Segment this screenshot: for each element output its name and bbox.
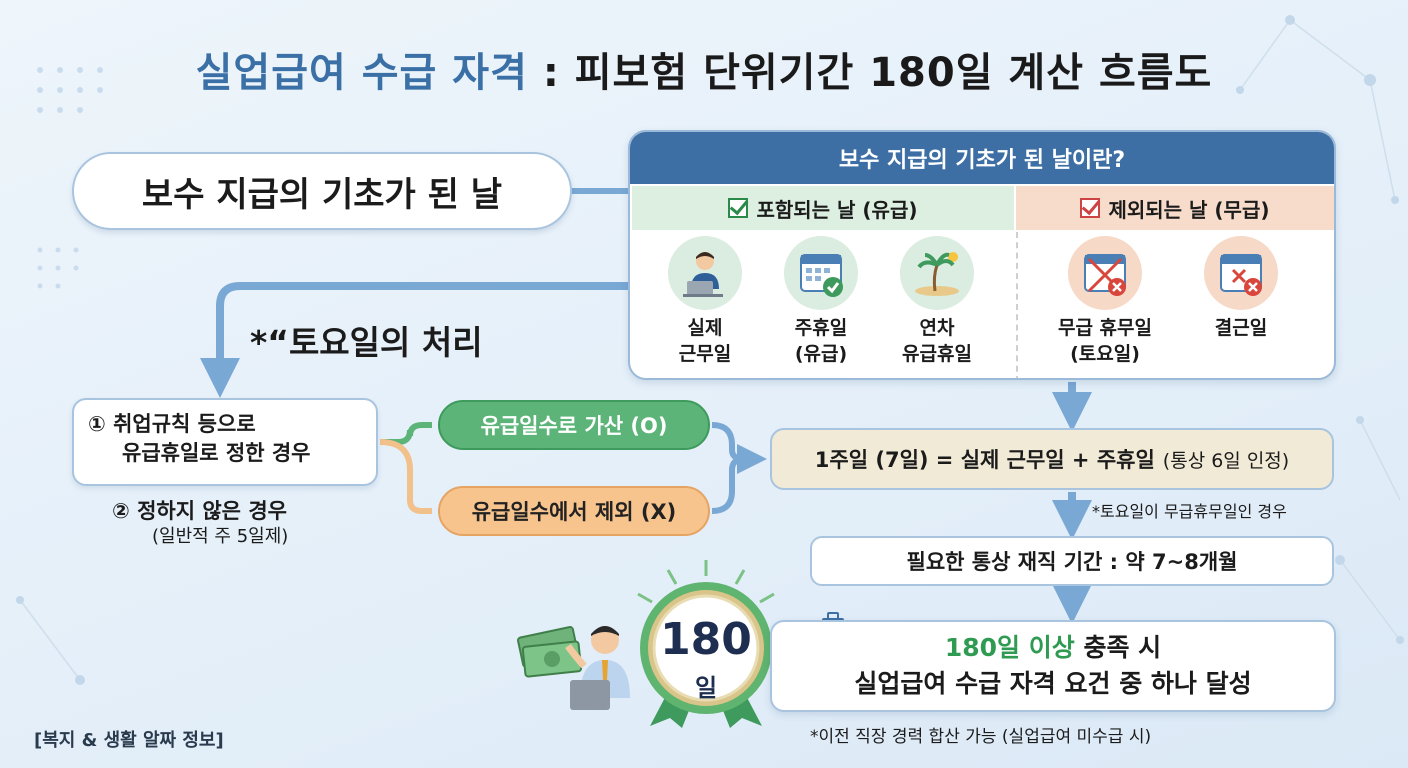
medal-label: 180 일 (646, 618, 766, 703)
result-line1-rest: 충족 시 (1074, 633, 1162, 662)
money-stack-icon (517, 626, 583, 678)
column-divider (1016, 232, 1018, 378)
case2-text: ② 정하지 않은 경우 (일반적 주 5일제) (112, 498, 288, 549)
title-part2: 피보험 단위기간 180일 계산 흐름도 (574, 50, 1213, 96)
required-period-box: 필요한 통상 재직 기간 : 약 7~8개월 (810, 536, 1334, 586)
page-title: 실업급여 수급 자격 : 피보험 단위기간 180일 계산 흐름도 (0, 40, 1408, 98)
case1-box: ① 취업규칙 등으로 유급휴일로 정한 경우 (72, 398, 378, 486)
checkbox-checked-icon (728, 198, 749, 218)
basis-day-pill: 보수 지급의 기초가 된 날 (72, 152, 572, 230)
achievement-illustration (517, 560, 848, 728)
calendar-crossed-icon (1068, 236, 1142, 310)
definition-panel: 보수 지급의 기초가 된 날이란? 포함되는 날 (유급) 제외되는 날 (무급… (628, 130, 1336, 380)
case1-line1: ① 취업규칙 등으로 (88, 412, 256, 436)
medal-number: 180 (660, 614, 752, 665)
excluded-column-header: 제외되는 날 (무급) (1016, 186, 1334, 230)
medal-rays (637, 560, 775, 604)
included-item-weekly-holiday-line2: (유급) (794, 342, 848, 365)
included-item-workday-line1: 실제 (687, 317, 723, 339)
week-formula-box: 1주일 (7일) = 실제 근무일 + 주휴일 (통상 6일 인정) (770, 428, 1334, 490)
excluded-item-unpaid-line2: (토요일) (1070, 342, 1140, 365)
week-formula-main: 1주일 (7일) = 실제 근무일 + 주휴일 (814, 448, 1155, 472)
excluded-heading: 제외되는 날 (무급) (1108, 197, 1270, 222)
included-heading: 포함되는 날 (유급) (756, 197, 918, 222)
calendar-x-icon (1204, 236, 1278, 310)
included-item-weekly-holiday: 주휴일 (유급) (766, 236, 876, 367)
palm-island-icon (900, 236, 974, 310)
included-item-workday-line2: 근무일 (678, 342, 732, 365)
included-item-weekly-holiday-line1: 주휴일 (794, 317, 848, 339)
excluded-item-absence-line1: 결근일 (1214, 317, 1268, 339)
case2-line1: ② 정하지 않은 경우 (112, 499, 287, 523)
option-add-paid-days: 유급일수로 가산 (O) (438, 400, 710, 450)
title-part1: 실업급여 수급 자격 (195, 50, 528, 96)
excluded-item-absence: 결근일 (1186, 236, 1296, 342)
footer-tag: [복지 & 생활 알짜 정보] (34, 730, 224, 751)
checkbox-checked-red-icon (1080, 198, 1101, 218)
excluded-item-unpaid-line1: 무급 휴무일 (1057, 317, 1152, 339)
definition-header: 보수 지급의 기초가 된 날이란? (630, 132, 1334, 184)
case1-line2: 유급휴일로 정한 경우 (122, 441, 311, 466)
excluded-item-unpaid-day-off: 무급 휴무일 (토요일) (1050, 236, 1160, 367)
medal-icon (640, 582, 772, 714)
note-career-combination: *이전 직장 경력 합산 가능 (실업급여 미수급 시) (810, 727, 1152, 747)
option-exclude-paid-days: 유급일수에서 제외 (X) (438, 486, 710, 536)
saturday-heading: *“토요일의 처리 (250, 323, 483, 362)
result-box: 180일 이상 충족 시 실업급여 수급 자격 요건 중 하나 달성 (770, 620, 1336, 712)
note-saturday-unpaid: *토요일이 무급휴무일인 경우 (1092, 502, 1287, 521)
included-item-annual-leave-line1: 연차 (919, 317, 955, 339)
man-figure-icon (565, 626, 630, 710)
worker-at-laptop-icon (668, 236, 742, 310)
title-separator: : (527, 50, 575, 96)
included-column-header: 포함되는 날 (유급) (632, 186, 1014, 230)
result-highlight: 180일 이상 (944, 633, 1075, 662)
week-formula-paren: (통상 6일 인정) (1162, 449, 1290, 472)
case2-line2: (일반적 주 5일제) (152, 526, 289, 548)
included-item-annual-leave-line2: 유급휴일 (902, 342, 972, 365)
medal-unit: 일 (694, 674, 718, 702)
calendar-check-icon (784, 236, 858, 310)
result-line2: 실업급여 수급 자격 요건 중 하나 달성 (854, 669, 1252, 699)
